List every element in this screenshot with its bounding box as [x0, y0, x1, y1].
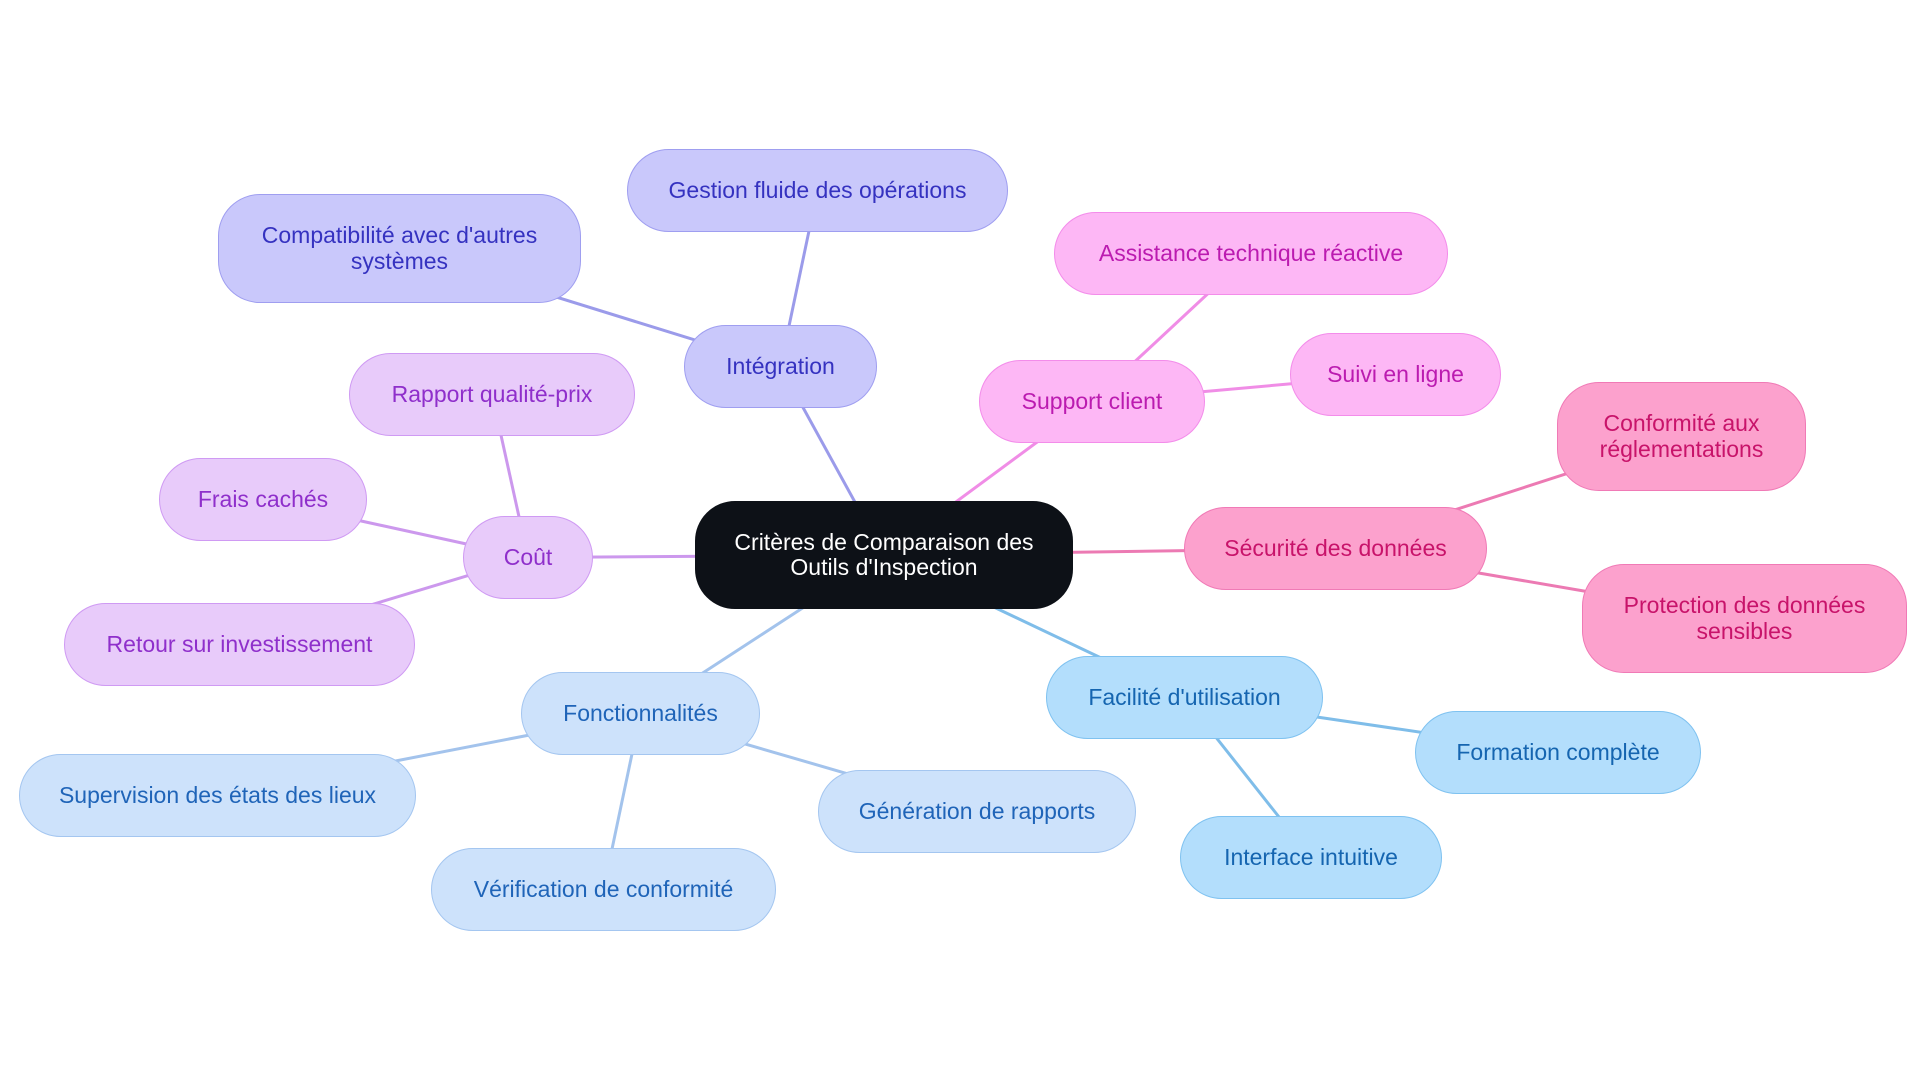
leaf-retour-investissement[interactable]: Retour sur investissement [64, 603, 415, 686]
leaf-suivi-en-ligne[interactable]: Suivi en ligne [1290, 333, 1501, 416]
branch-integration[interactable]: Intégration [684, 325, 877, 408]
branch-cout[interactable]: Coût [463, 516, 593, 599]
leaf-frais-caches[interactable]: Frais cachés [159, 458, 367, 541]
root-node[interactable]: Critères de Comparaison des Outils d'Ins… [695, 501, 1073, 609]
leaf-assistance-technique[interactable]: Assistance technique réactive [1054, 212, 1448, 295]
branch-fonctionnalites[interactable]: Fonctionnalités [521, 672, 760, 755]
leaf-rapport-qualite-prix[interactable]: Rapport qualité-prix [349, 353, 635, 436]
leaf-conformite-reglementations[interactable]: Conformité aux réglementations [1557, 382, 1806, 491]
leaf-generation-rapports[interactable]: Génération de rapports [818, 770, 1136, 853]
branch-facilite-utilisation[interactable]: Facilité d'utilisation [1046, 656, 1323, 739]
leaf-supervision-etats-lieux[interactable]: Supervision des états des lieux [19, 754, 416, 837]
leaf-protection-donnees[interactable]: Protection des données sensibles [1582, 564, 1907, 673]
leaf-verification-conformite[interactable]: Vérification de conformité [431, 848, 776, 931]
branch-securite-donnees[interactable]: Sécurité des données [1184, 507, 1487, 590]
branch-support-client[interactable]: Support client [979, 360, 1205, 443]
leaf-interface-intuitive[interactable]: Interface intuitive [1180, 816, 1442, 899]
leaf-gestion-fluide[interactable]: Gestion fluide des opérations [627, 149, 1008, 232]
leaf-compatibilite[interactable]: Compatibilité avec d'autres systèmes [218, 194, 581, 303]
leaf-formation-complete[interactable]: Formation complète [1415, 711, 1701, 794]
